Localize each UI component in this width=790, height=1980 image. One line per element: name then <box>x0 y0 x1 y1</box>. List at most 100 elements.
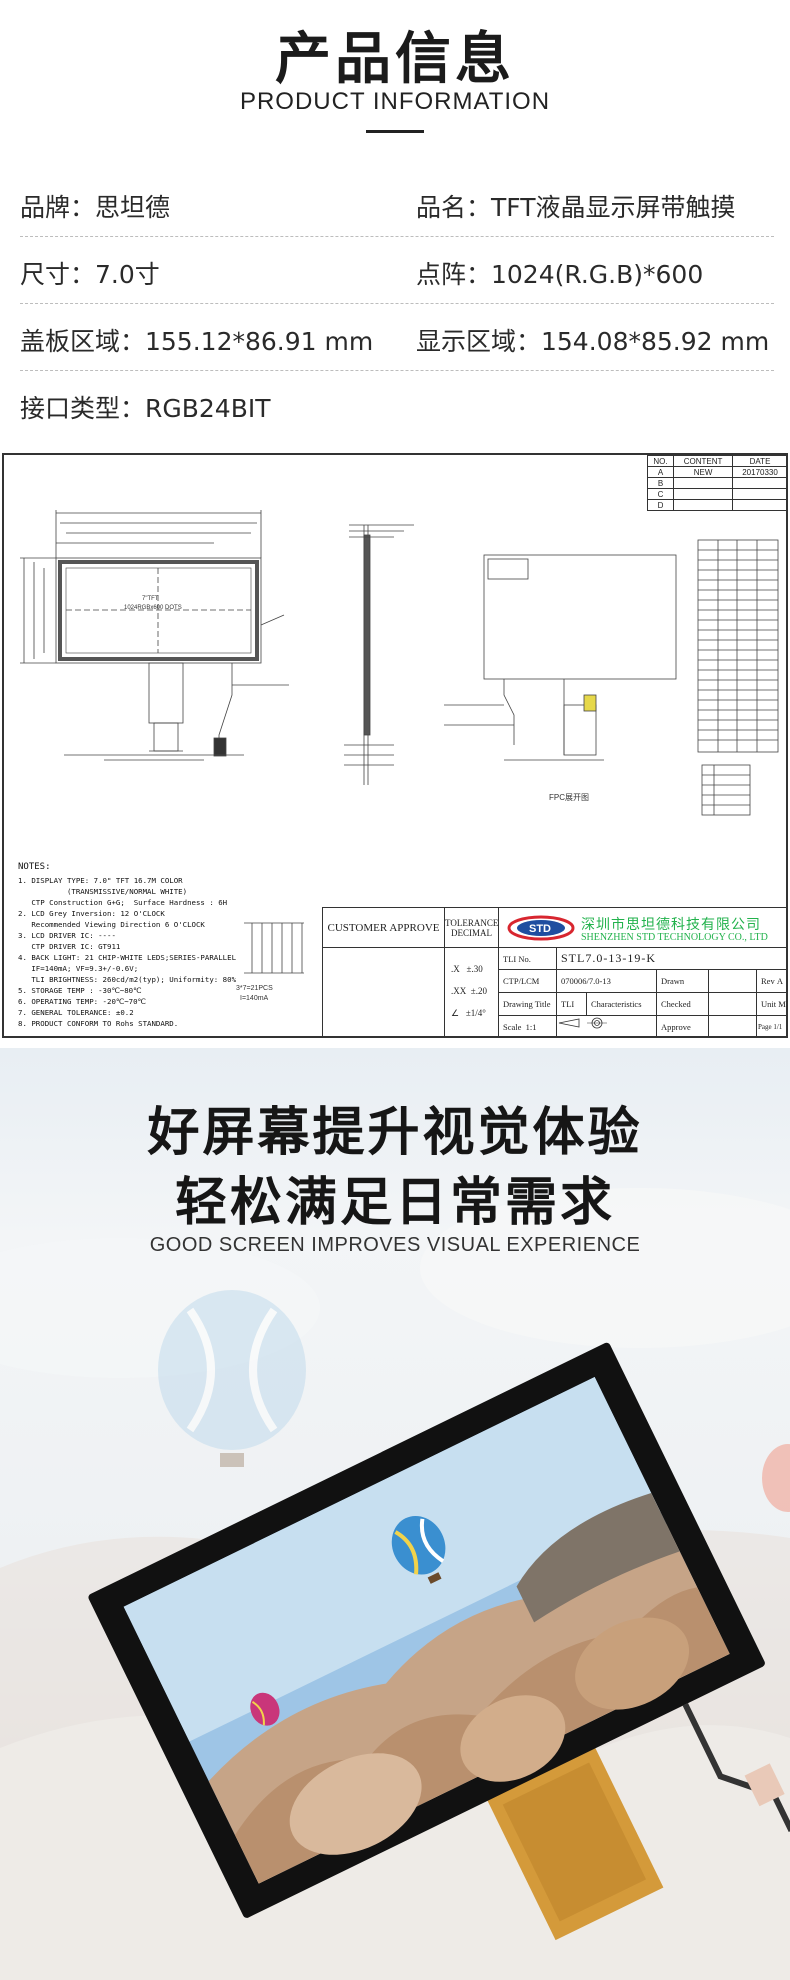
rev-cell <box>673 499 734 511</box>
tolerance-angle: ∠ ±1/4° <box>451 1008 486 1018</box>
spec-resolution: 点阵：1024(R.G.B)*600 <box>416 260 704 289</box>
customer-approve-space <box>323 948 445 1036</box>
note-line: CTP DRIVER IC: GT911 <box>18 942 121 951</box>
spec-size: 尺寸：7.0寸 <box>20 260 160 289</box>
note-line: TLI BRIGHTNESS: 260cd/m2(typ); Uniformit… <box>18 975 237 984</box>
tli-no-label: TLI No. <box>499 948 557 970</box>
page-number: Page 1/1 <box>757 1016 786 1036</box>
product-info-header: 产品信息 PRODUCT INFORMATION <box>0 0 790 150</box>
note-line: (TRANSMISSIVE/NORMAL WHITE) <box>18 887 188 896</box>
note-line: 7. GENERAL TOLERANCE: ±0.2 <box>18 1008 134 1017</box>
note-line: 5. STORAGE TEMP : -30℃~80℃ <box>18 986 142 995</box>
std-logo-icon: STD <box>507 915 575 941</box>
drawn-label: Drawn <box>657 970 709 993</box>
rev-value: A <box>776 976 783 986</box>
note-line: 8. PRODUCT CONFORM TO Rohs STANDARD. <box>18 1019 179 1028</box>
ctp-value: 070006/7.0-13 <box>557 970 657 993</box>
led-current: I=140mA <box>240 995 269 1002</box>
note-line: 3. LCD DRIVER IC: ---- <box>18 931 116 940</box>
rev-cell <box>732 477 786 489</box>
screen-label-dots: 1024RGBx600 DOTS <box>124 605 182 611</box>
tolerance-xx: .XX ±.20 <box>451 986 487 996</box>
title-block: CUSTOMER APPROVE TOLERANCE DECIMAL .X ±.… <box>322 907 786 1036</box>
feature-headline-2: 轻松满足日常需求 <box>174 1173 615 1233</box>
revision-table: NO. CONTENT DATE A NEW 20170330 B C D <box>646 455 786 511</box>
background-balloon-icon <box>158 1290 306 1467</box>
rev-cell: 20170330 <box>732 466 786 478</box>
spec-list: 品牌：思坦德 品名：TFT液晶显示屏带触摸 尺寸：7.0寸 点阵：1024(R.… <box>20 170 774 438</box>
rev-cell: C <box>646 488 675 500</box>
rev-box: Rev A <box>757 970 786 993</box>
drawn-value <box>709 970 757 993</box>
checked-value <box>709 993 757 1016</box>
scale-label: Scale <box>503 1022 522 1032</box>
approve-value <box>709 1016 757 1036</box>
checked-label: Checked <box>657 993 709 1016</box>
unit-value: MM <box>778 999 786 1009</box>
fpc-label: FPC展开图 <box>549 793 589 802</box>
unit-box: Unit MM <box>757 993 786 1016</box>
spec-row: 盖板区域：155.12*86.91 mm 显示区域：154.08*85.92 m… <box>20 304 774 371</box>
rev-cell: A <box>646 466 675 478</box>
rev-header-no: NO. <box>646 455 675 467</box>
rev-cell: NEW <box>673 466 734 478</box>
title-underline <box>366 130 424 133</box>
rev-header-content: CONTENT <box>673 455 734 467</box>
page-title: 产品信息 <box>275 27 515 92</box>
projection-symbol <box>557 1016 657 1036</box>
tolerance-values: .X ±.30 .XX ±.20 ∠ ±1/4° <box>445 948 499 1036</box>
title-grid: TLI No. STL7.0-13-19-K CTP/LCM 070006/7.… <box>499 948 786 1036</box>
rev-cell <box>673 477 734 489</box>
drawing-lines: 7"TFT 1024RGBx600 DOTS FPC展开图 3*7=21PCS … <box>20 510 779 1002</box>
spec-product-name: 品名：TFT液晶显示屏带触摸 <box>416 193 736 222</box>
spec-brand: 品牌：思坦德 <box>20 193 171 222</box>
rev-cell <box>673 488 734 500</box>
spec-interface: 接口类型：RGB24BIT <box>20 394 271 423</box>
spec-cover-area: 盖板区域：155.12*86.91 mm <box>20 327 374 356</box>
rev-cell: D <box>646 499 675 511</box>
note-line: IF=140mA; VF=9.3+/-0.6V; <box>18 964 139 973</box>
company-name-en: SHENZHEN STD TECHNOLOGY CO., LTD <box>581 932 768 943</box>
note-line: CTP Construction G+G; Surface Hardness :… <box>18 898 228 907</box>
characteristics-label: Characteristics <box>587 993 657 1016</box>
page-subtitle: PRODUCT INFORMATION <box>239 88 551 115</box>
drawing-title-label: Drawing Title <box>499 993 557 1016</box>
note-line: 4. BACK LIGHT: 21 CHIP-WHITE LEDS;SERIES… <box>18 953 237 962</box>
customer-approve: CUSTOMER APPROVE <box>323 908 445 948</box>
notes-title: NOTES: <box>18 862 51 872</box>
tli-no: STL7.0-13-19-K <box>557 948 786 970</box>
drawing-notes: NOTES: 1. DISPLAY TYPE: 7.0" TFT 16.7M C… <box>18 862 318 1029</box>
scale-box: Scale 1:1 <box>499 1016 557 1036</box>
touch-fpc-cable <box>682 1703 790 1832</box>
feature-banner: 好屏幕提升视觉体验 轻松满足日常需求 GOOD SCREEN IMPROVES … <box>0 1048 790 1980</box>
tli-label: TLI <box>557 993 587 1016</box>
note-line: 6. OPERATING TEMP: -20℃~70℃ <box>18 997 146 1006</box>
rev-cell: B <box>646 477 675 489</box>
technical-drawing: 7"TFT 1024RGBx600 DOTS FPC展开图 3*7=21PCS … <box>2 453 788 1038</box>
rev-cell <box>732 488 786 500</box>
company-name-cn: 深圳市思坦德科技有限公司 <box>581 917 761 933</box>
rev-header-date: DATE <box>732 455 786 467</box>
rev-label: Rev <box>761 976 775 986</box>
approve-label: Approve <box>657 1016 709 1036</box>
screen-label-size: 7"TFT <box>142 596 159 602</box>
spec-display-area: 显示区域：154.08*85.92 mm <box>416 327 770 356</box>
rev-cell <box>732 499 786 511</box>
small-balloon-icon <box>250 1692 280 1726</box>
note-line: 2. LCD Grey Inversion: 12 O'CLOCK <box>18 909 165 918</box>
screen-balloon-icon <box>391 1515 446 1584</box>
tolerance-x: .X ±.30 <box>451 964 483 974</box>
scale-value: 1:1 <box>525 1022 537 1032</box>
right-balloon-icon <box>762 1444 790 1512</box>
svg-text:STD: STD <box>529 923 551 935</box>
note-line: Recommended Viewing Direction 6 O'CLOCK <box>18 920 205 929</box>
feature-subtitle: GOOD SCREEN IMPROVES VISUAL EXPERIENCE <box>149 1234 641 1256</box>
ctp-label: CTP/LCM <box>499 970 557 993</box>
note-line: 1. DISPLAY TYPE: 7.0" TFT 16.7M COLOR <box>18 876 183 885</box>
led-count: 3*7=21PCS <box>236 985 273 992</box>
tolerance-label: TOLERANCE DECIMAL <box>445 908 499 948</box>
feature-headline-1: 好屏幕提升视觉体验 <box>147 1103 643 1163</box>
company-logo-block: STD 深圳市思坦德科技有限公司 SHENZHEN STD TECHNOLOGY… <box>499 908 786 948</box>
lcd-module-image <box>88 1342 790 1941</box>
spec-row: 品牌：思坦德 品名：TFT液晶显示屏带触摸 <box>20 170 774 237</box>
